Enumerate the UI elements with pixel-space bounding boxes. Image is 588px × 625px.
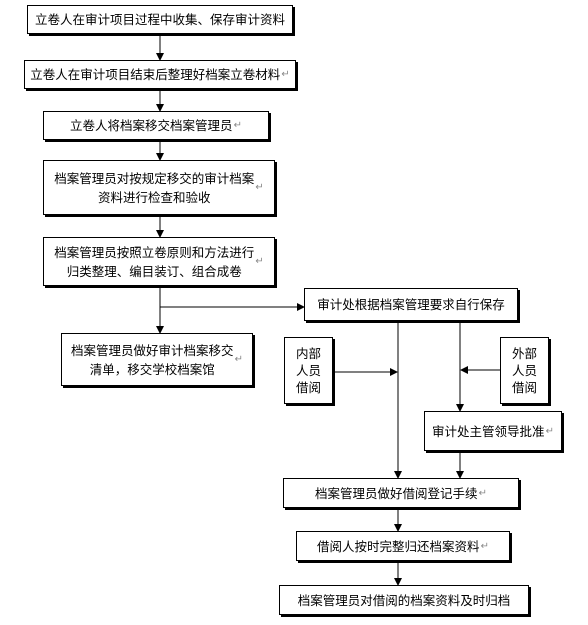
paragraph-mark: ↵ (234, 354, 243, 365)
paragraph-mark: ↵ (255, 256, 264, 267)
paragraph-mark: ↵ (255, 182, 264, 193)
paragraph-mark: ↵ (478, 487, 487, 499)
paragraph-mark: ↵ (233, 120, 242, 131)
step-external-borrowing: 外部 人员 借阅 (500, 337, 549, 404)
step-timely-refiling: 档案管理员对借阅的档案资料及时归档 (279, 585, 529, 615)
paragraph-mark: ↵ (281, 69, 290, 80)
step-organize-materials: 立卷人在审计项目结束后整理好档案立卷材料↵ (24, 60, 296, 89)
step-self-storage: 审计处根据档案管理要求自行保存 (304, 288, 518, 321)
step-classify-bind: 档案管理员按照立卷原则和方法进行 归类整理、编目装订、组合成卷↵ (43, 237, 275, 286)
paragraph-mark: ↵ (545, 425, 554, 437)
paragraph-mark: ↵ (480, 540, 489, 552)
step-collect-materials: 立卷人在审计项目过程中收集、保存审计资料 (27, 5, 293, 34)
step-internal-borrowing: 内部 人员 借阅 (284, 337, 333, 404)
step-transfer-list-archive: 档案管理员做好审计档案移交 清单，移交学校档案馆↵ (61, 333, 253, 386)
step-return-materials: 借阅人按时完整归还档案资料↵ (296, 531, 510, 561)
step-transfer-to-archivist: 立卷人将档案移交档案管理员↵ (43, 111, 269, 140)
step-borrow-registration: 档案管理员做好借阅登记手续↵ (283, 478, 519, 508)
step-inspect-accept: 档案管理员对按规定移交的审计档案 资料进行检查和验收↵ (43, 160, 275, 215)
step-leader-approval: 审计处主管领导批准↵ (424, 411, 562, 451)
